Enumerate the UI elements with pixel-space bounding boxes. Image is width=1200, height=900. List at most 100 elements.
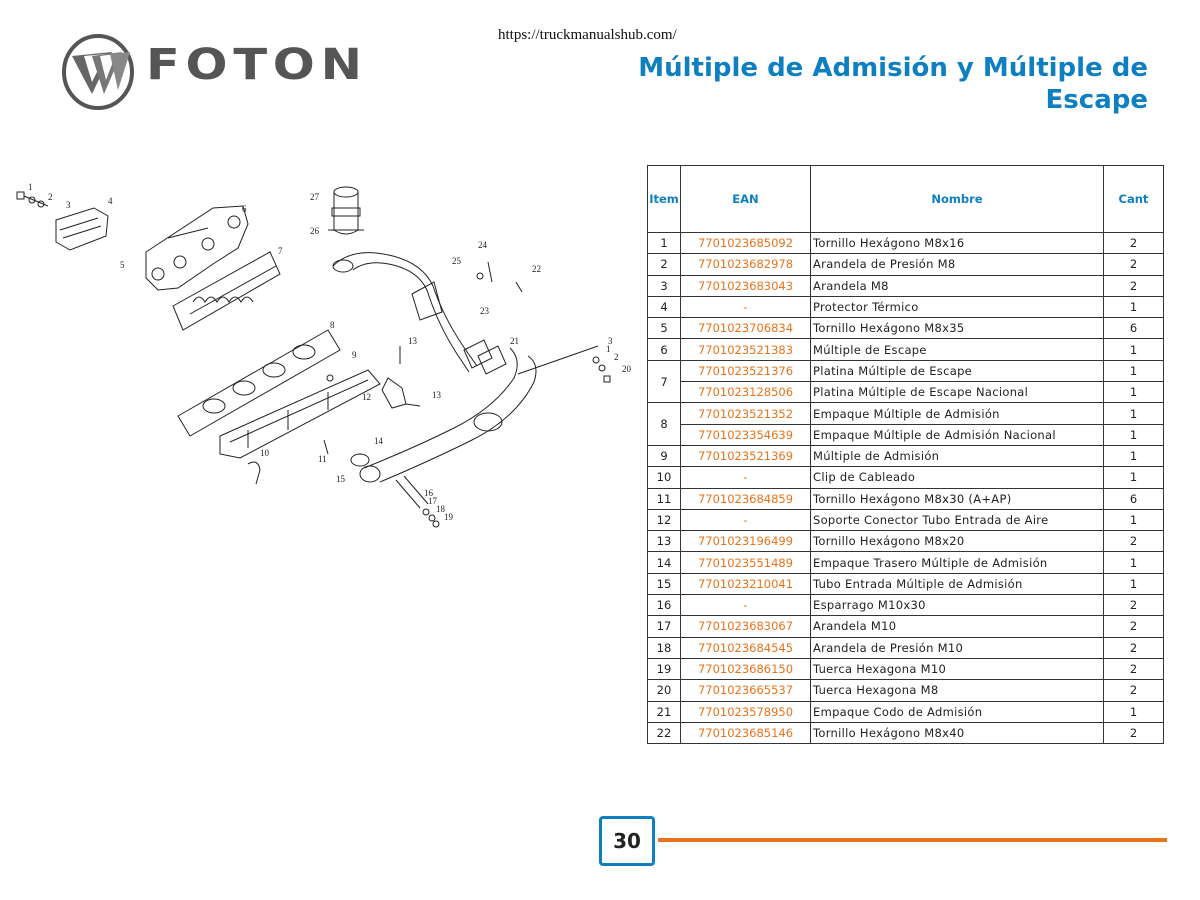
svg-text:12: 12 bbox=[362, 392, 371, 402]
cell-ean: 7701023665537 bbox=[680, 679, 811, 702]
cell-name: Múltiple de Escape bbox=[810, 338, 1104, 361]
intake-manifold-part bbox=[219, 369, 381, 459]
foton-emblem-icon bbox=[62, 34, 134, 110]
brand-wordmark: FOTON bbox=[146, 40, 368, 90]
bolt-washer-set-left bbox=[16, 191, 49, 208]
cell-name: Empaque Trasero Múltiple de Admisión bbox=[810, 551, 1104, 574]
cell-ean: 7701023684859 bbox=[680, 487, 811, 510]
svg-text:18: 18 bbox=[436, 504, 446, 514]
cell-ean: 7701023684545 bbox=[680, 636, 811, 659]
cell-ean: 7701023578950 bbox=[680, 700, 811, 723]
washer-25 bbox=[476, 272, 484, 280]
exhaust-manifold-part bbox=[145, 205, 249, 291]
cell-qty: 1 bbox=[1103, 295, 1164, 319]
svg-text:5: 5 bbox=[120, 260, 125, 270]
svg-text:21: 21 bbox=[510, 336, 519, 346]
footer-rule bbox=[658, 838, 1167, 842]
cell-qty: 2 bbox=[1103, 594, 1164, 617]
svg-text:24: 24 bbox=[478, 240, 488, 250]
svg-text:3: 3 bbox=[66, 200, 71, 210]
cell-qty: 1 bbox=[1103, 402, 1164, 425]
cell-item: 6 bbox=[647, 338, 681, 361]
cell-qty: 6 bbox=[1103, 487, 1164, 510]
svg-text:16: 16 bbox=[424, 488, 434, 498]
page-number: 30 bbox=[599, 816, 655, 866]
cell-ean: 7701023521383 bbox=[680, 338, 811, 361]
cell-name: Arandela M8 bbox=[810, 274, 1104, 297]
intake-inlet-tube-part bbox=[359, 347, 537, 483]
cell-qty: 6 bbox=[1103, 317, 1164, 340]
cell-ean: - bbox=[680, 508, 811, 532]
cell-qty: 1 bbox=[1103, 381, 1164, 404]
rear-gasket-part bbox=[350, 453, 370, 467]
cell-item: 12 bbox=[647, 508, 681, 532]
diagram-callouts: 1 2 3 4 5 6 7 8 9 10 11 12 13 13 14 15 1… bbox=[28, 182, 632, 522]
cell-ean: 7701023354639 bbox=[680, 423, 811, 446]
cell-name: Soporte Conector Tubo Entrada de Aire bbox=[810, 508, 1104, 532]
bolt-24 bbox=[487, 261, 493, 283]
cell-name: Múltiple de Admisión bbox=[810, 444, 1104, 468]
cell-name: Platina Múltiple de Escape bbox=[810, 359, 1104, 383]
cell-qty: 1 bbox=[1103, 508, 1164, 532]
cell-name: Platina Múltiple de Escape Nacional bbox=[810, 381, 1104, 404]
cell-qty: 2 bbox=[1103, 274, 1164, 297]
svg-text:6: 6 bbox=[242, 204, 247, 214]
svg-text:17: 17 bbox=[428, 496, 438, 506]
cell-qty: 1 bbox=[1103, 423, 1164, 446]
svg-text:8: 8 bbox=[330, 320, 335, 330]
cell-qty: 2 bbox=[1103, 615, 1164, 638]
exhaust-plate-part bbox=[172, 251, 281, 331]
svg-text:27: 27 bbox=[310, 192, 320, 202]
header-name: Nombre bbox=[810, 165, 1104, 233]
cell-name: Empaque Múltiple de Admisión bbox=[810, 402, 1104, 425]
cell-qty: 2 bbox=[1103, 231, 1164, 255]
svg-text:14: 14 bbox=[374, 436, 384, 446]
cell-name: Tuerca Hexagona M8 bbox=[810, 679, 1104, 702]
foton-logo: FOTON bbox=[62, 32, 362, 112]
svg-text:22: 22 bbox=[532, 264, 541, 274]
cell-name: Clip de Cableado bbox=[810, 466, 1104, 489]
cell-name: Arandela de Presión M8 bbox=[810, 253, 1104, 276]
svg-text:13: 13 bbox=[432, 390, 442, 400]
cell-qty: 1 bbox=[1103, 572, 1164, 596]
cell-item: 21 bbox=[647, 700, 681, 723]
cell-qty: 1 bbox=[1103, 700, 1164, 723]
cell-name: Tornillo Hexágono M8x16 bbox=[810, 231, 1104, 255]
svg-text:2: 2 bbox=[48, 192, 53, 202]
cell-ean: 7701023706834 bbox=[680, 317, 811, 340]
svg-text:2: 2 bbox=[614, 352, 619, 362]
wire-clip-part bbox=[247, 461, 261, 485]
cell-item: 17 bbox=[647, 615, 681, 638]
elbow-gasket-part bbox=[463, 339, 507, 375]
cell-item: 14 bbox=[647, 551, 681, 574]
cell-ean: - bbox=[680, 295, 811, 319]
cell-name: Protector Térmico bbox=[810, 295, 1104, 319]
cell-item: 5 bbox=[647, 317, 681, 340]
cell-item: 3 bbox=[647, 274, 681, 297]
bolt-washer-set-right bbox=[517, 345, 611, 383]
table-header-row: Item EAN Nombre Cant bbox=[647, 165, 1164, 233]
svg-text:25: 25 bbox=[452, 256, 462, 266]
cell-item: 9 bbox=[647, 444, 681, 468]
support-bracket-part bbox=[381, 377, 407, 409]
cell-ean: 7701023682978 bbox=[680, 253, 811, 276]
table-row: 12-Soporte Conector Tubo Entrada de Aire… bbox=[647, 508, 1164, 532]
cell-qty: 2 bbox=[1103, 530, 1164, 553]
cell-name: Tornillo Hexágono M8x20 bbox=[810, 530, 1104, 553]
cell-ean: 7701023521376 bbox=[680, 359, 811, 383]
cell-name: Arandela de Presión M10 bbox=[810, 636, 1104, 659]
svg-text:26: 26 bbox=[310, 226, 320, 236]
cell-qty: 1 bbox=[1103, 338, 1164, 361]
